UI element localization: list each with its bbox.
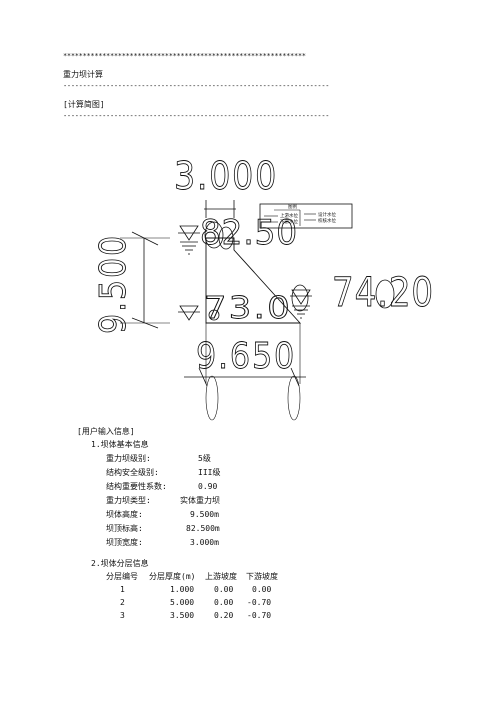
basic-row-value: 82.500m — [186, 524, 220, 533]
water-level-symbol-left-top — [178, 225, 200, 255]
water-level-symbol-left-bottom — [178, 305, 200, 321]
layer-cell: 0.20 — [214, 611, 234, 620]
basic-row-label: 坝顶标高: — [106, 524, 143, 533]
basic-row-label: 重力坝级别: — [106, 454, 151, 463]
layer-cell: 1.000 — [170, 585, 195, 594]
layer-cell: 0.00 — [214, 598, 234, 607]
legend-item-downstream: 下游水位 — [280, 218, 298, 225]
header-star-rule: ****************************************… — [63, 52, 306, 60]
layer-cell: -0.70 — [247, 611, 272, 620]
basic-row-value: 9.500m — [190, 510, 219, 519]
dam-profile — [205, 237, 302, 324]
layer-col-header: 分层编号 — [106, 572, 138, 581]
basic-row-value: 5级 — [198, 454, 211, 463]
layer-info-heading: 2.坝体分层信息 — [91, 559, 149, 568]
height-label: 9.500 — [93, 234, 134, 334]
crest-width-label: 3.000 — [174, 154, 278, 198]
layer-col-header: 分层厚度(m) — [149, 572, 196, 581]
layer-cell: 2 — [120, 598, 125, 607]
water-level-symbol-right — [290, 289, 312, 319]
basic-row-label: 坝体高度: — [106, 510, 143, 519]
header-dash-rule: ----------------------------------------… — [63, 82, 330, 90]
layer-cell: -0.70 — [247, 598, 272, 607]
basic-info-heading: 1.坝体基本信息 — [91, 440, 149, 449]
legend-item-check: 校核水位 — [318, 217, 336, 224]
base-width-label: 9.650 — [196, 336, 296, 377]
legend-item-design: 设计水位 — [318, 211, 336, 218]
diagram-dash-rule: ----------------------------------------… — [63, 112, 330, 120]
basic-row-value: III级 — [198, 468, 221, 477]
layer-cell: 0.00 — [252, 585, 272, 594]
basic-row-value: 实体重力坝 — [180, 496, 220, 505]
layer-col-header: 下游坡度 — [246, 572, 278, 581]
crest-elevation-label: 82.50 — [200, 213, 298, 253]
legend-box: 图例 上游水位 下游水位 设计水位 校核水位 — [259, 203, 353, 229]
legend-title: 图例 — [288, 203, 297, 210]
right-elevation-label: 74.20 — [332, 270, 434, 316]
base-elevation-label: 73.0 — [204, 291, 292, 326]
basic-row-label: 结构安全级别: — [106, 468, 159, 477]
layer-cell: 3.500 — [170, 611, 195, 620]
basic-row-value: 0.90 — [198, 482, 218, 491]
layer-col-header: 上游坡度 — [205, 572, 237, 581]
legend-item-upstream: 上游水位 — [280, 212, 298, 219]
layer-cell: 0.00 — [214, 585, 234, 594]
layer-cell: 3 — [120, 611, 125, 620]
basic-row-label: 坝顶宽度: — [106, 538, 143, 547]
input-section-title: [用户输入信息] — [77, 427, 135, 436]
layer-cell: 5.000 — [170, 598, 195, 607]
basic-row-label: 重力坝类型: — [106, 496, 151, 505]
layer-cell: 1 — [120, 585, 125, 594]
document-title: 重力坝计算 — [63, 70, 103, 79]
basic-row-value: 3.000m — [190, 538, 219, 547]
diagram-section-title: [计算简图] — [63, 100, 105, 109]
basic-row-label: 结构重要性系数: — [106, 482, 167, 491]
